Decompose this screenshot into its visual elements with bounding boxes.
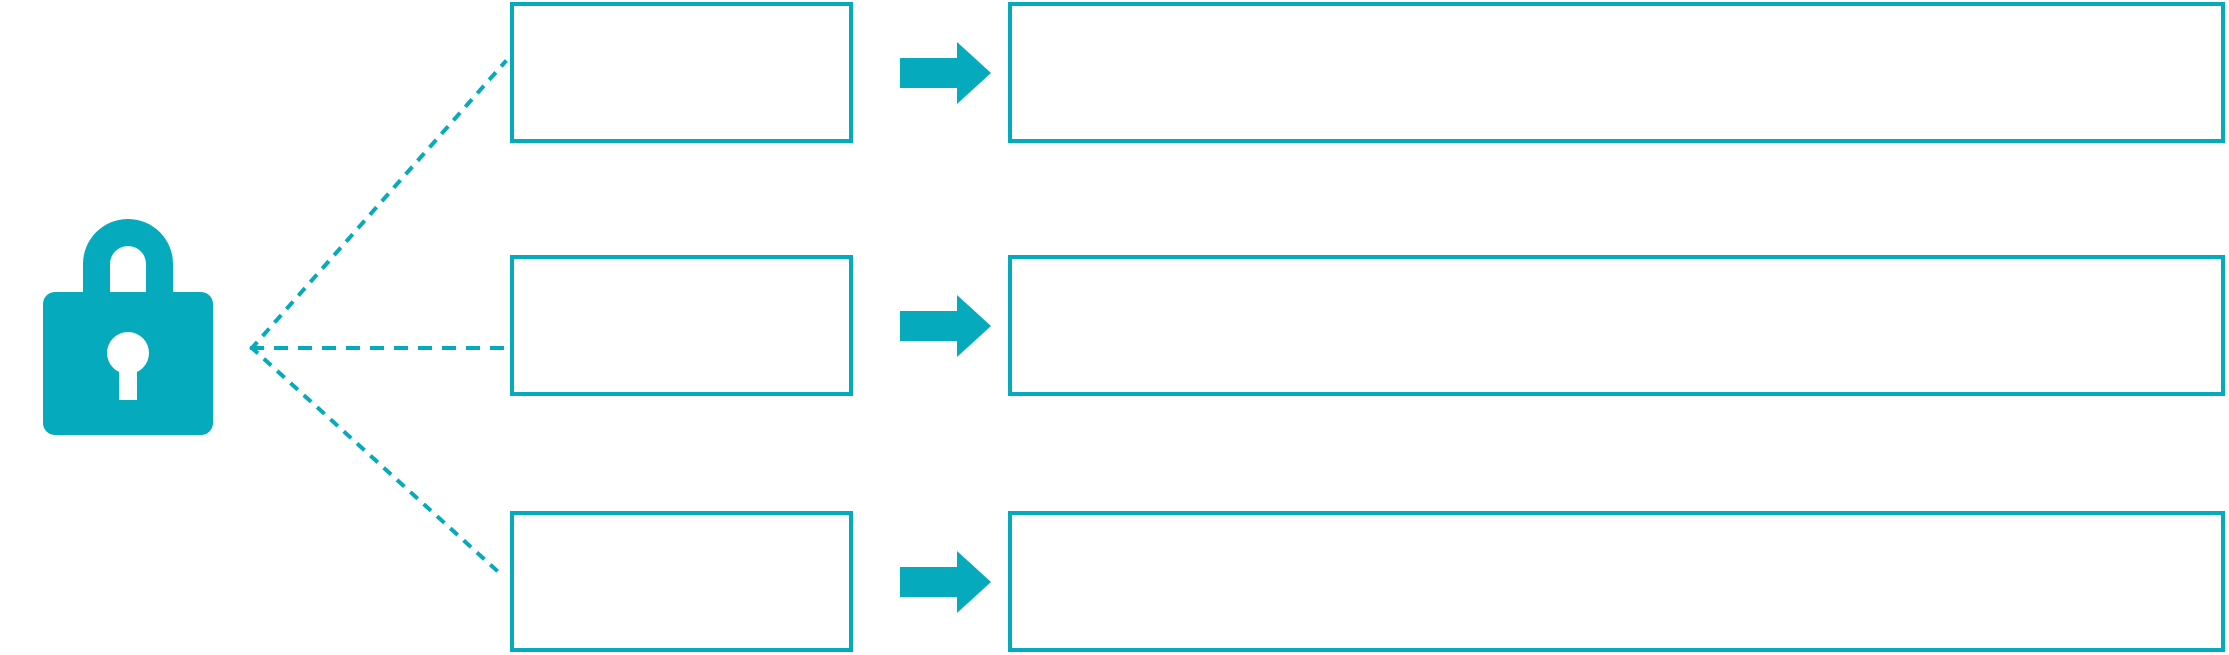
left-box-row-1-label [514,6,849,139]
right-box-row-1-label [1012,6,2221,139]
right-arrow-icon [900,551,991,613]
connector-line-row-1 [249,59,508,351]
left-box-row-3[interactable] [510,511,853,652]
right-box-row-1[interactable] [1008,2,2225,143]
connector-line-row-3 [249,345,508,581]
right-arrow-icon [900,295,991,357]
right-box-row-2-label [1012,259,2221,392]
right-box-row-3-label [1012,515,2221,648]
padlock-icon [43,219,213,435]
right-box-row-3[interactable] [1008,511,2225,652]
right-arrow-icon [900,42,991,104]
left-box-row-3-label [514,515,849,648]
left-box-row-1[interactable] [510,2,853,143]
right-box-row-2[interactable] [1008,255,2225,396]
left-box-row-2[interactable] [510,255,853,396]
left-box-row-2-label [514,259,849,392]
